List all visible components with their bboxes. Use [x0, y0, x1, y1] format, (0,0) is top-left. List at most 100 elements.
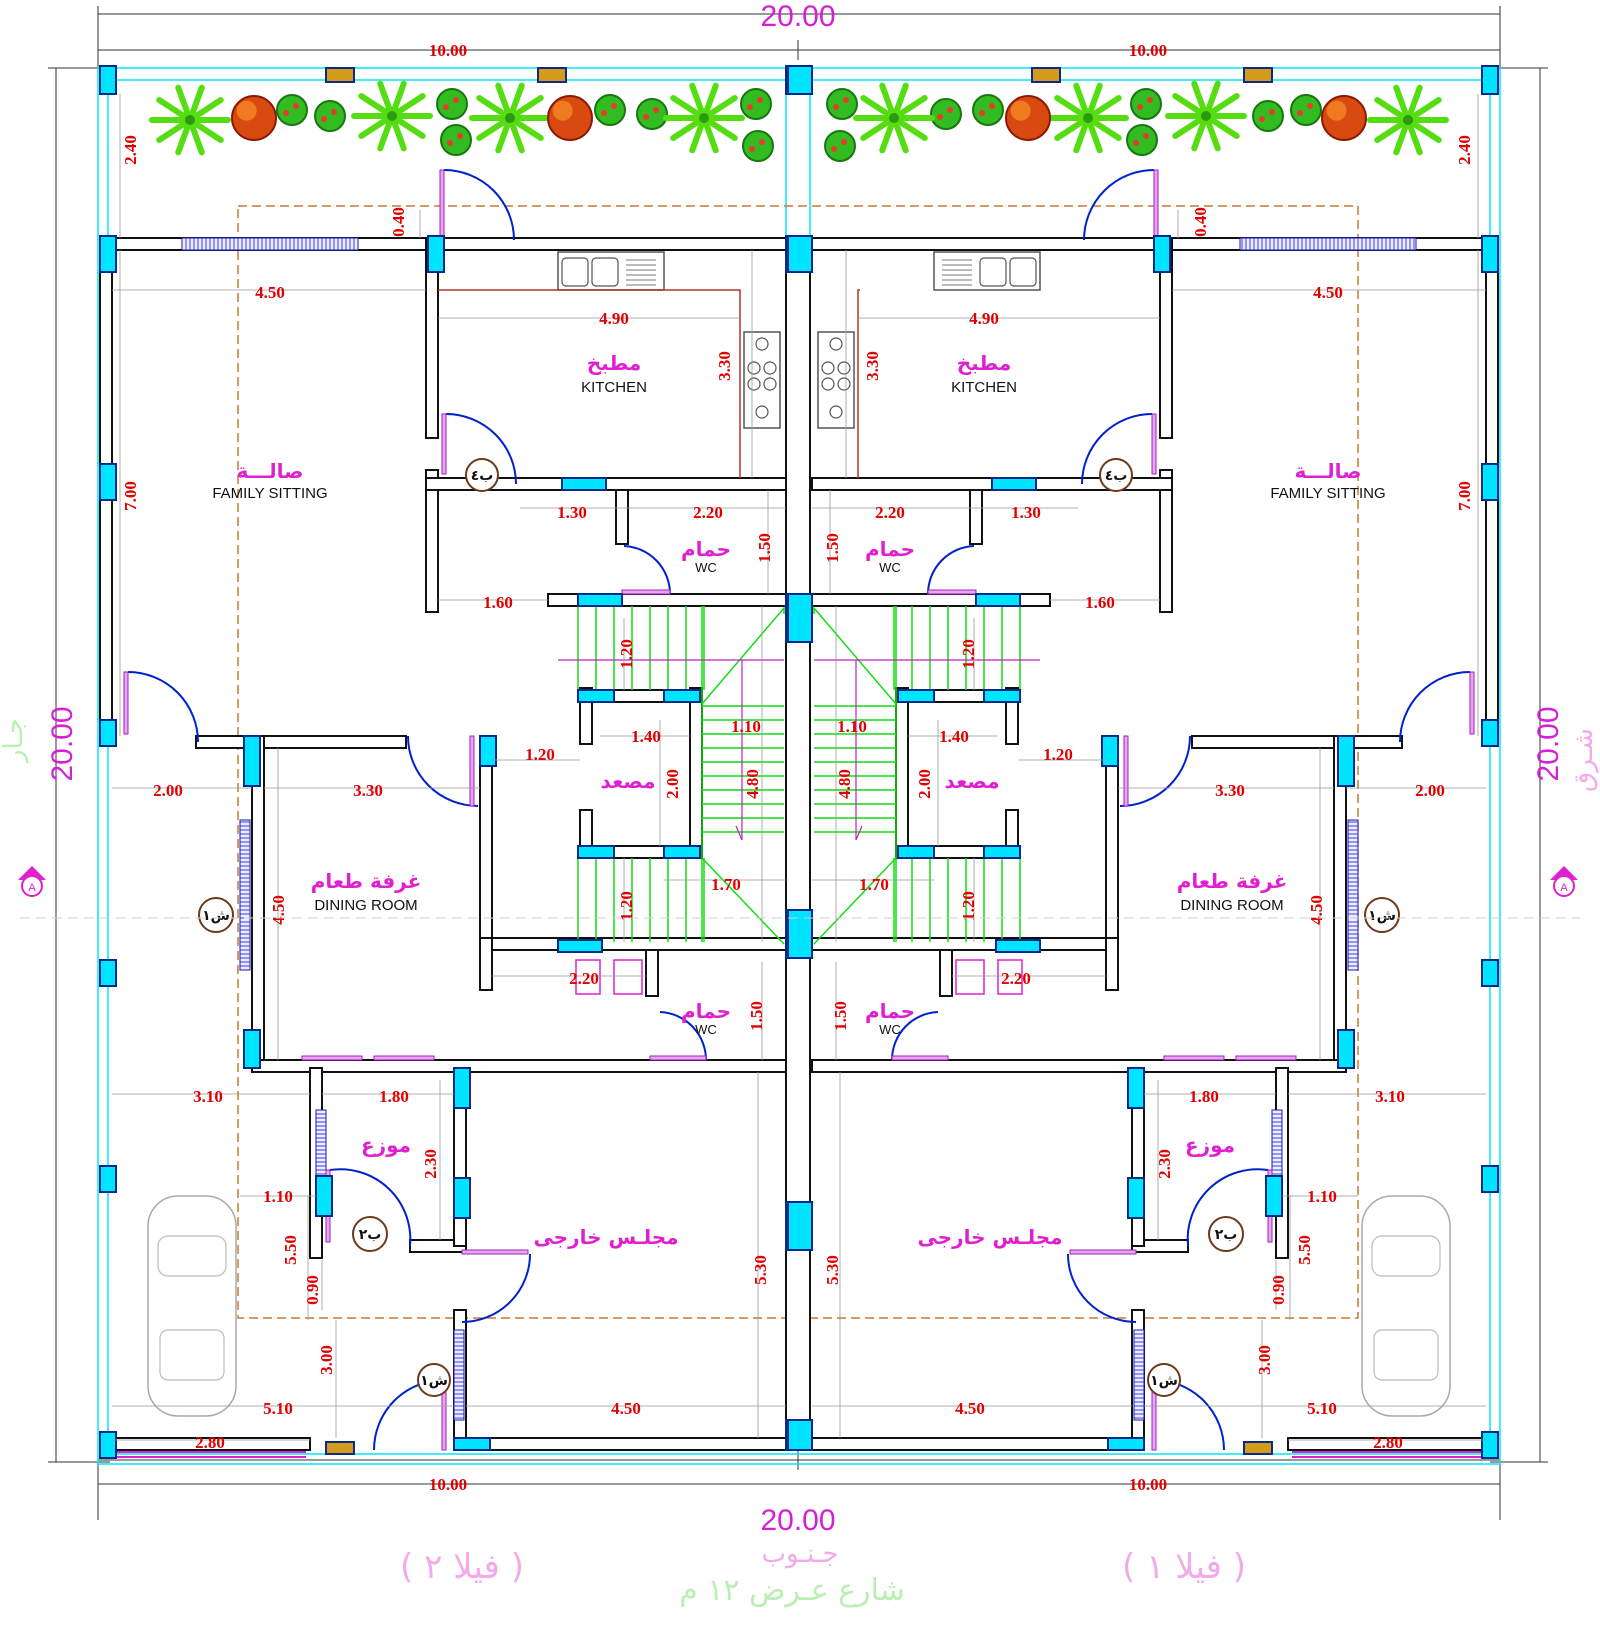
palm-frond	[377, 80, 395, 119]
dim-label: 1.50	[747, 1001, 766, 1031]
dim-label: 4.50	[1313, 283, 1343, 302]
elevator-label: مصعد	[601, 769, 656, 793]
staircase	[813, 605, 1040, 945]
palm-frond	[389, 80, 407, 119]
flower-plant	[231, 95, 277, 141]
column	[1337, 1029, 1355, 1069]
column	[577, 689, 615, 703]
section-marker-right-label: A	[1560, 882, 1568, 894]
wc-upper-label-ar: حمام	[681, 537, 731, 561]
shrub-plant	[972, 94, 1004, 126]
flower-highlight	[1326, 100, 1347, 121]
column	[1481, 1165, 1499, 1193]
villa-1-labels: مطبخ KITCHEN صالـــة FAMILY SITTING حمام…	[865, 351, 1386, 1249]
shrub-berry	[841, 139, 847, 145]
tag-sh1-dining-left: ش١	[202, 908, 230, 924]
dim-label: 4.50	[1307, 895, 1326, 925]
wall	[1159, 469, 1173, 613]
sliding-door	[301, 1055, 363, 1061]
column	[663, 689, 701, 703]
dim-label: 1.40	[939, 727, 969, 746]
opening-tags	[198, 458, 1400, 1397]
palm-core	[1083, 113, 1093, 123]
flower-bloom	[1005, 95, 1051, 141]
dim-label: 1.20	[959, 891, 978, 921]
palm-frond	[507, 82, 525, 121]
dim-label: 4.80	[835, 769, 854, 799]
wall	[689, 687, 703, 859]
door-leaf	[441, 413, 447, 475]
column	[1337, 735, 1355, 787]
palm-core	[1403, 115, 1413, 125]
wc-fixture	[613, 959, 643, 995]
door-swing	[1399, 671, 1471, 743]
door-leaf	[649, 1055, 707, 1061]
palm-frond	[1085, 115, 1103, 154]
wall	[811, 1437, 1145, 1451]
column	[983, 689, 1021, 703]
palm-frond	[1073, 115, 1091, 154]
column	[1481, 959, 1499, 987]
palm-frond	[175, 84, 193, 123]
column	[1481, 463, 1499, 501]
dim-label: 1.10	[837, 717, 867, 736]
wall	[425, 469, 439, 613]
shrub-plant	[1126, 124, 1158, 156]
palm-frond	[389, 113, 407, 152]
dim-label: 2.20	[693, 503, 723, 522]
column	[1481, 65, 1499, 95]
palm-frond	[1054, 115, 1091, 141]
dim-label: 2.00	[153, 781, 183, 800]
column	[1031, 67, 1061, 83]
dim-label: 2.40	[1455, 135, 1474, 165]
burner	[747, 361, 761, 375]
palm-frond	[1393, 84, 1411, 123]
column	[787, 1201, 813, 1251]
dim-label: 4.90	[969, 309, 999, 328]
dim-label: 4.50	[269, 895, 288, 925]
shrub-plant	[740, 88, 772, 120]
shrub-berry	[1259, 116, 1265, 122]
shrub-berry	[759, 139, 765, 145]
dimension-labels: 2.40 2.40 0.40 0.40 4.50 4.50 4.90 4.90 …	[121, 135, 1474, 1452]
dim-label: 1.20	[959, 639, 978, 669]
dim-label: 1.50	[755, 533, 774, 563]
shrub-berry	[757, 97, 763, 103]
dining-room-label-ar: غرفة طعام	[311, 869, 422, 893]
palm-frond	[187, 117, 205, 156]
shrub-plant	[314, 100, 346, 132]
palm-plant	[1047, 82, 1129, 154]
palm-frond	[1172, 113, 1209, 139]
dim-label: 5.50	[1295, 1235, 1314, 1265]
west-neighbor-label: جـار	[0, 718, 29, 764]
wall	[433, 237, 787, 251]
burner	[829, 405, 843, 419]
sliding-door	[1235, 1055, 1297, 1061]
columns	[99, 65, 1499, 1459]
opening-tag-text: ب٤ ب٤ ش١ ش١ ب٢ ب٢ ش١ ش١	[202, 468, 1396, 1389]
dim-label: 5.10	[1307, 1399, 1337, 1418]
dim-label: 1.10	[263, 1187, 293, 1206]
dim-label: 3.30	[863, 351, 882, 381]
dim-label: 7.00	[121, 481, 140, 511]
sink-basin	[979, 257, 1007, 287]
palm-plant	[469, 82, 551, 154]
tag-b2-left: ب٢	[359, 1227, 382, 1243]
palm-frond	[175, 117, 193, 156]
dim-label: 2.20	[1001, 969, 1031, 988]
shrub-body	[1252, 100, 1284, 132]
dim-label: 1.80	[379, 1087, 409, 1106]
wc-upper-label-en: WC	[879, 560, 901, 575]
kitchen-label-ar: مطبخ	[587, 351, 641, 375]
left-total-depth: 20.00	[46, 706, 79, 781]
column	[787, 65, 813, 95]
window	[315, 1109, 327, 1177]
sink-basin	[1009, 257, 1037, 287]
palm-frond	[891, 95, 928, 121]
dim-label: 0.90	[303, 1275, 322, 1305]
dim-label: 1.30	[1011, 503, 1041, 522]
palm-frond	[1203, 93, 1240, 119]
overall-dimensions	[48, 6, 1548, 1520]
windows	[116, 237, 1482, 1458]
